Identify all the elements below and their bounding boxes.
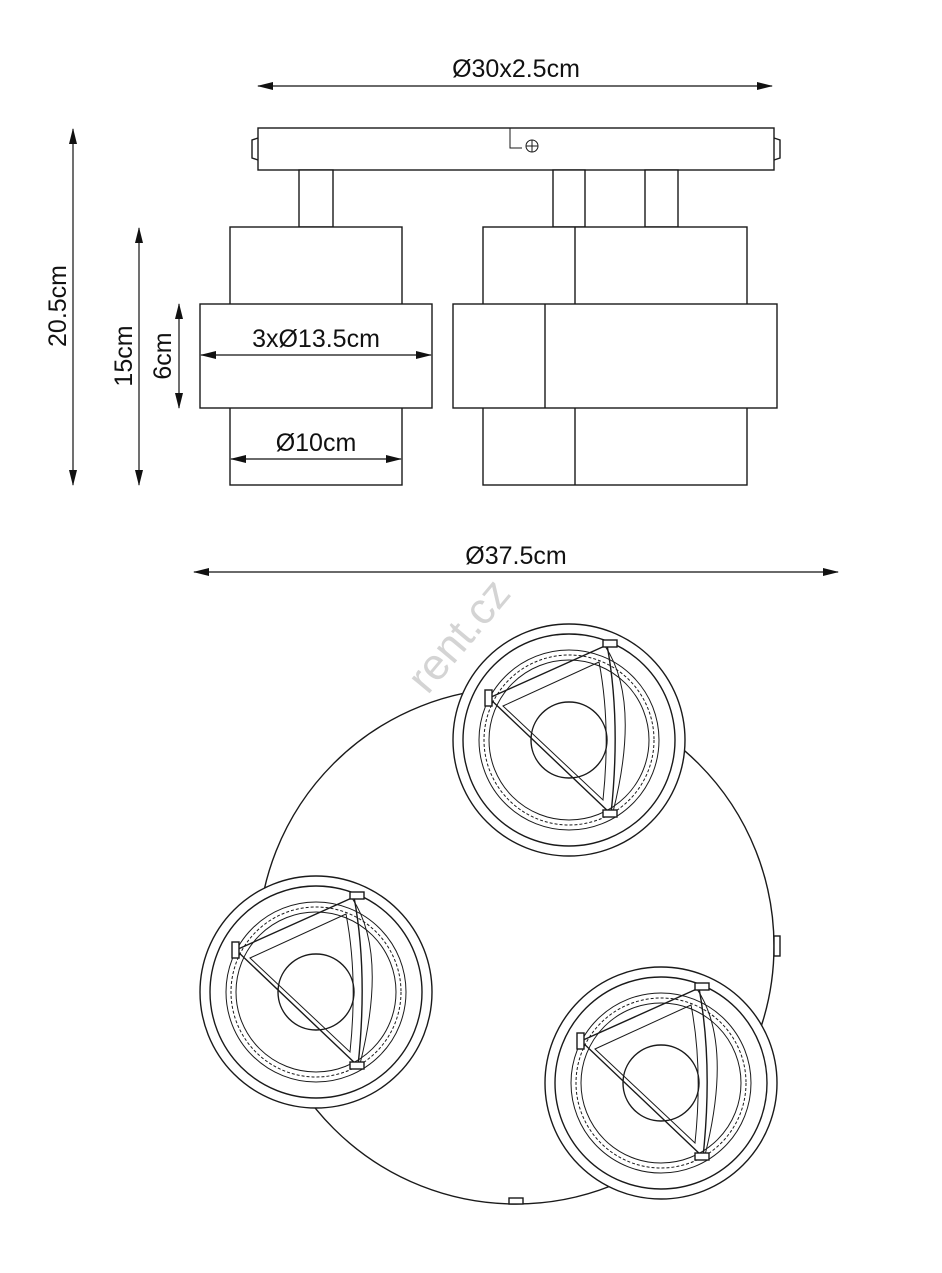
ring-diameter-label: 3xØ13.5cm	[252, 325, 380, 353]
dimension-lines	[69, 82, 839, 576]
total-height-label: 20.5cm	[44, 265, 72, 347]
ring-height-label: 6cm	[149, 332, 177, 379]
spot-diameter-label: Ø10cm	[276, 429, 357, 457]
left-spot-ring	[199, 303, 433, 409]
spot-bottom-right	[544, 966, 778, 1200]
overall-width-label: Ø37.5cm	[465, 542, 566, 570]
spot-height-label: 15cm	[110, 325, 138, 386]
top-view	[199, 623, 781, 1205]
spot-top	[452, 623, 686, 857]
base-plate-dimension-label: Ø30x2.5cm	[452, 55, 580, 83]
spot-bottom-left	[199, 875, 433, 1109]
base-plate	[257, 127, 775, 171]
